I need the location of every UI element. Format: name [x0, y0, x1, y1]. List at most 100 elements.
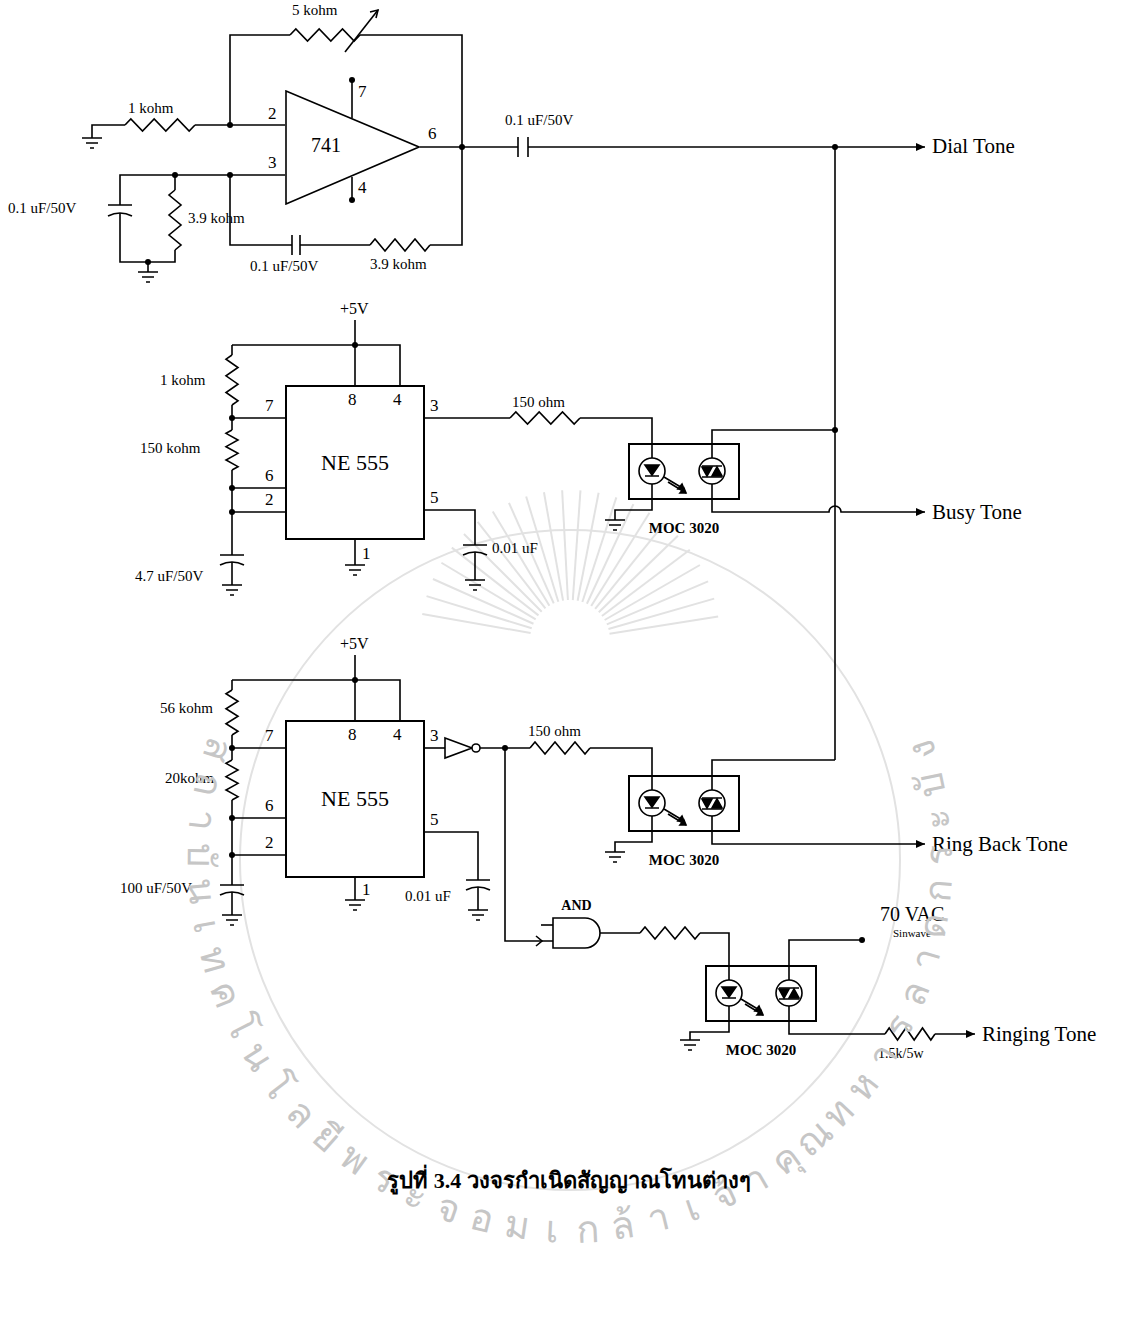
wire	[351, 177, 353, 200]
circuit-label: Sinwave	[893, 927, 931, 940]
pin-number: 2	[265, 833, 274, 853]
junction-dot	[145, 259, 151, 265]
wire	[712, 760, 835, 775]
optocoupler: MOC 3020	[628, 443, 740, 540]
optocoupler: MOC 3020	[628, 775, 740, 872]
wire	[420, 146, 518, 148]
ground-symbol	[468, 910, 488, 920]
circuit-label: 3.9 kohm	[370, 256, 427, 273]
circuit-label: 0.1 uF/50V	[250, 258, 318, 275]
wire	[232, 405, 285, 418]
wire	[232, 680, 400, 720]
junction-dot	[459, 144, 465, 150]
circuit-label: 1 kohm	[128, 100, 173, 117]
ground-symbol	[345, 565, 365, 575]
wire	[712, 832, 925, 844]
wire	[231, 512, 233, 555]
circuit-label: 1.5k/5w	[878, 1046, 924, 1062]
wire	[354, 878, 356, 900]
pin-number: 4	[393, 725, 402, 745]
ground-symbol	[680, 1040, 700, 1050]
circuit-label: 150 ohm	[512, 394, 565, 411]
wire	[230, 35, 290, 125]
ground-symbol	[222, 585, 242, 595]
junction-dot	[227, 172, 233, 178]
pin-number: 1	[362, 880, 371, 900]
junction-dot	[832, 427, 838, 433]
watermark-ray	[433, 579, 533, 624]
junction-dot	[229, 815, 235, 821]
junction-dot	[832, 144, 838, 150]
wire	[354, 320, 356, 385]
wire	[580, 418, 652, 443]
junction-dot	[172, 172, 178, 178]
circuit-label: Ringing Tone	[982, 1022, 1096, 1046]
pin-number: 4	[358, 178, 367, 198]
wire	[195, 124, 285, 126]
pin-number: 6	[265, 466, 274, 486]
ground-symbol	[345, 900, 365, 910]
circuit-label: 3.9 kohm	[188, 210, 245, 227]
circuit-label: Dial Tone	[932, 134, 1015, 158]
arrow-head	[916, 840, 925, 848]
pin-number: 6	[265, 796, 274, 816]
optocoupler: MOC 3020	[705, 965, 817, 1062]
resistor-symbol	[370, 239, 430, 251]
watermark-ring	[240, 530, 900, 1190]
pin-number: 3	[430, 396, 439, 416]
optocoupler-symbol	[705, 965, 817, 1023]
wire	[834, 147, 836, 760]
wire	[232, 470, 285, 488]
pin-number: 3	[430, 726, 439, 746]
circuit-label: 0.1 uF/50V	[505, 112, 573, 129]
pin-number: 7	[265, 396, 274, 416]
wire	[232, 818, 285, 855]
circuit-label: +5V	[340, 635, 369, 653]
wire	[615, 500, 652, 520]
watermark-ray	[602, 550, 690, 616]
wire	[231, 345, 233, 355]
wire	[789, 940, 862, 965]
watermark-ray	[610, 617, 719, 634]
resistor-symbol	[290, 29, 360, 41]
circuit-label: Busy Tone	[932, 500, 1022, 524]
junction-dot	[349, 77, 355, 83]
wire	[615, 832, 652, 852]
watermark-ray	[607, 581, 708, 624]
circuit-label: 56 kohm	[160, 700, 213, 717]
pin-number: 6	[428, 124, 437, 144]
resistor-symbol	[530, 742, 590, 754]
circuit-label: 150 kohm	[140, 440, 200, 457]
ground-symbol	[605, 520, 625, 530]
wire	[536, 936, 542, 946]
wire	[590, 748, 652, 775]
wire	[231, 892, 233, 915]
ground-symbol	[138, 272, 158, 282]
resistor-symbol	[226, 430, 238, 470]
circuit-label: 4.7 uF/50V	[135, 568, 203, 585]
circuit-label: 1 kohm	[160, 372, 205, 389]
wire	[300, 244, 370, 246]
pin-number: 7	[358, 82, 367, 102]
watermark-ray	[562, 490, 568, 600]
circuit-label: 0.01 uF	[405, 888, 451, 905]
junction-dot	[229, 415, 235, 421]
ic-name: NE 555	[321, 450, 389, 476]
part-number: MOC 3020	[628, 852, 740, 869]
junction-dot	[502, 745, 508, 751]
capacitor-symbol	[292, 235, 300, 255]
arrow-head	[966, 1030, 975, 1038]
wire	[600, 932, 640, 934]
pin-number: 2	[268, 104, 277, 124]
figure-caption: รูปที่ 3.4 วงจรกำเนิดสัญญาณโทนต่างๆ	[0, 1168, 1138, 1193]
junction-dot	[349, 197, 355, 203]
wire	[474, 552, 476, 580]
pin-number: 4	[393, 390, 402, 410]
junction-dot	[859, 937, 865, 943]
pin-number: 8	[348, 390, 357, 410]
resistor-symbol	[125, 119, 195, 131]
wire	[354, 540, 356, 565]
wire	[505, 748, 553, 941]
wire	[425, 417, 510, 419]
